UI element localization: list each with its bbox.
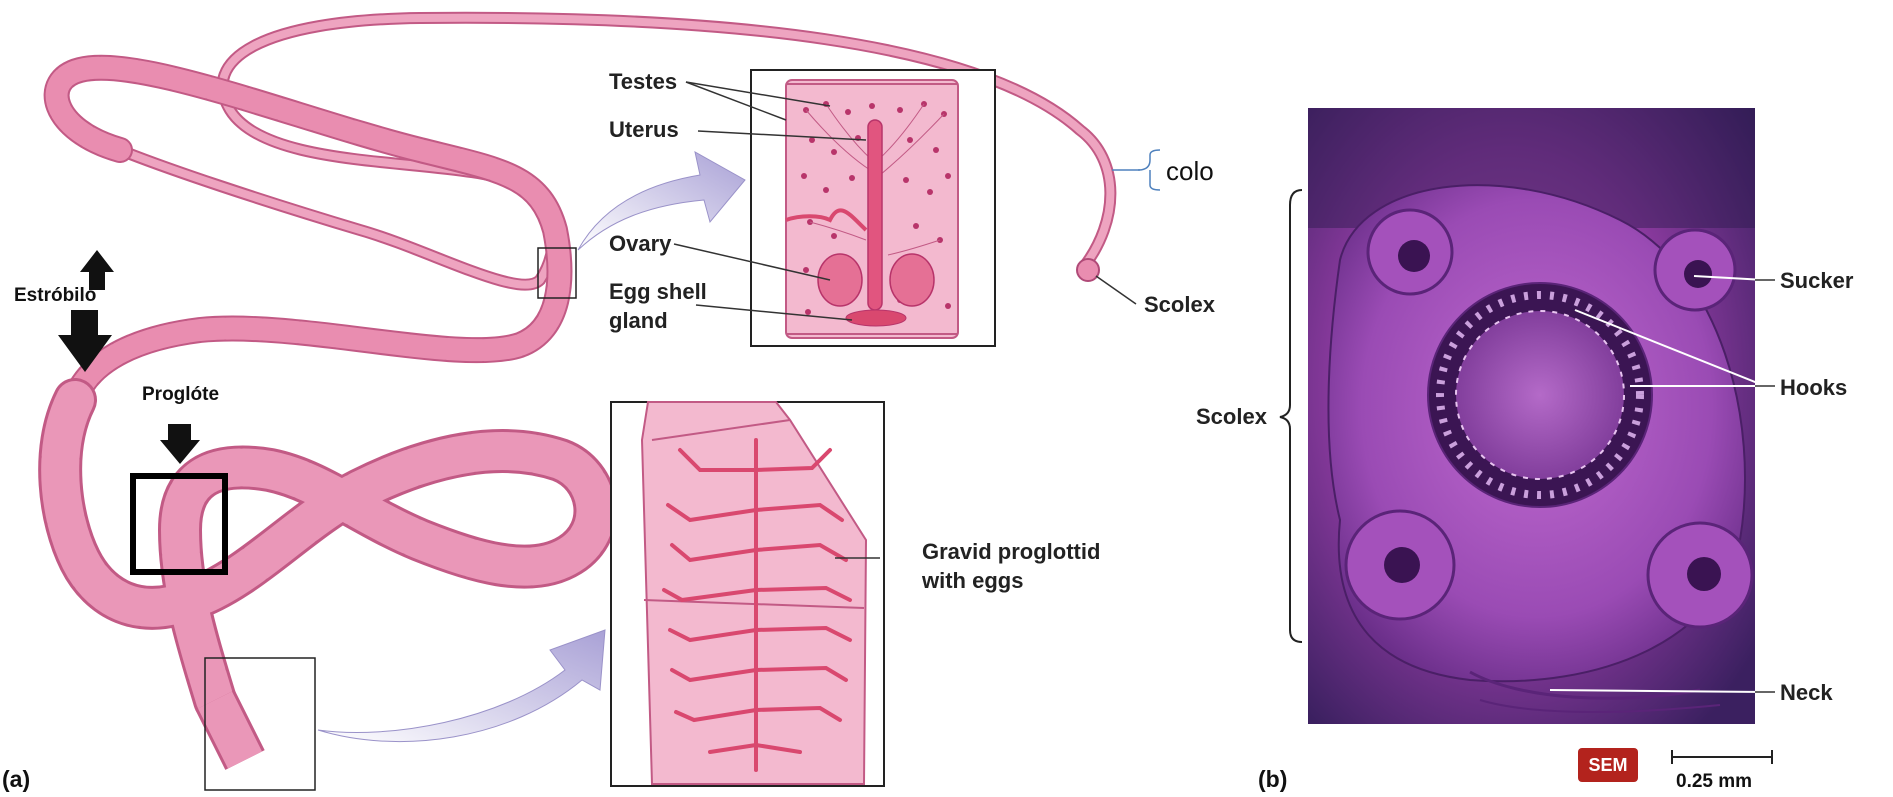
scolex-bulb xyxy=(1077,259,1099,281)
sucker-label: Sucker xyxy=(1780,268,1854,293)
mature-proglottid-inset xyxy=(751,70,995,346)
panel-b-label: (b) xyxy=(1258,766,1287,792)
scale-bar xyxy=(1672,750,1772,764)
testes-label: Testes xyxy=(609,69,677,94)
gravid-proglottid-inset xyxy=(611,402,884,786)
callout-arrow-gravid xyxy=(318,630,605,742)
sem-badge-text: SEM xyxy=(1588,755,1627,775)
colo-label: colo xyxy=(1166,156,1214,186)
egg-shell-label-line1: Egg shell xyxy=(609,279,707,304)
egg-shell-label-line2: gland xyxy=(609,308,668,333)
sem-photo xyxy=(1308,108,1755,724)
colo-bracket xyxy=(1138,150,1160,190)
ovary-label: Ovary xyxy=(609,231,672,256)
arrow-up-icon xyxy=(80,250,114,290)
scolex-brace xyxy=(1280,190,1302,642)
scale-bar-label: 0.25 mm xyxy=(1676,771,1752,792)
neck-label: Neck xyxy=(1780,680,1833,705)
scolex-label-a: Scolex xyxy=(1144,292,1216,317)
uterus-label: Uterus xyxy=(609,117,679,142)
panel-a-label: (a) xyxy=(2,766,30,792)
gravid-label-line2: with eggs xyxy=(921,568,1023,593)
gravid-label-line1: Gravid proglottid xyxy=(922,539,1100,564)
estrobilo-label: Estróbilo xyxy=(14,285,96,306)
proglote-label: Proglóte xyxy=(142,384,219,405)
scolex-label-b: Scolex xyxy=(1196,404,1268,429)
hooks-label: Hooks xyxy=(1780,375,1847,400)
